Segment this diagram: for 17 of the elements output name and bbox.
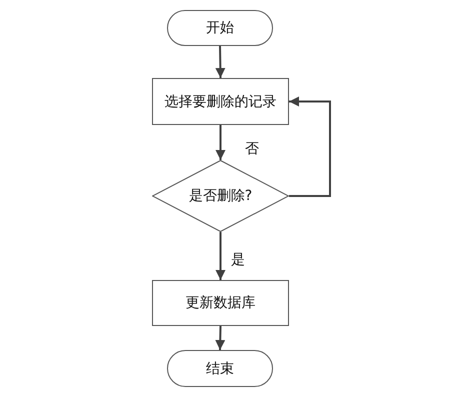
- terminal-pill: [167, 350, 273, 387]
- edge-label: 否: [243, 140, 261, 158]
- process-box: [152, 280, 289, 326]
- node-label: 开始: [206, 19, 234, 37]
- decision-diamond: [152, 160, 289, 232]
- arrow: [215, 326, 226, 350]
- arrow: [215, 46, 226, 78]
- edge-label: 是: [229, 251, 247, 269]
- arrow: [216, 232, 226, 280]
- process-box: [152, 78, 289, 125]
- terminal-pill: [167, 10, 273, 46]
- node-label: 是否删除?: [188, 187, 252, 205]
- node-label: 选择要删除的记录: [164, 92, 276, 110]
- arrow: [216, 125, 226, 160]
- arrow: [289, 96, 331, 197]
- node-label: 更新数据库: [186, 294, 256, 312]
- node-label: 结束: [206, 360, 234, 378]
